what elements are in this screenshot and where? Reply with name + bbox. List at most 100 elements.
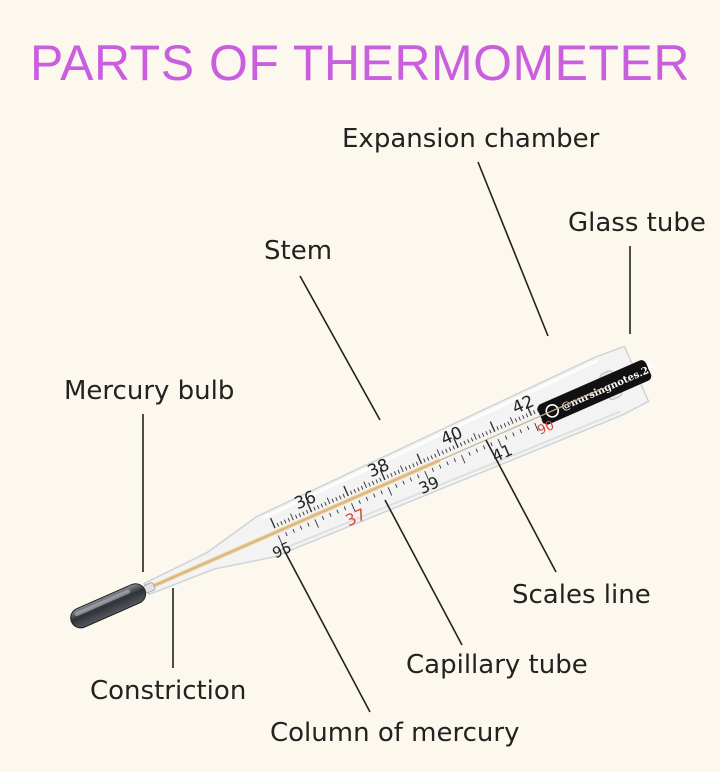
scale-tick-upper xyxy=(481,432,485,437)
scale-tick-lower xyxy=(358,499,361,504)
scale-tick-upper xyxy=(507,421,510,426)
scale-tick-lower xyxy=(277,535,283,544)
scale-tick-lower xyxy=(504,435,508,440)
scale-tick-upper xyxy=(363,481,368,489)
scale-tick-lower xyxy=(380,490,383,495)
label-column-of-mercury: Column of mercury xyxy=(270,718,520,748)
scale-tick-lower xyxy=(482,445,486,450)
scale-tick-upper xyxy=(536,408,540,413)
scale-tick-lower xyxy=(490,442,493,447)
scale-tick-upper xyxy=(526,405,533,416)
leader-capillary-tube xyxy=(384,499,463,646)
scale-tick-lower xyxy=(343,506,347,511)
scale-tick-upper xyxy=(525,413,529,418)
leader-expansion-chamber xyxy=(477,161,549,337)
scale-tick-upper xyxy=(434,453,437,458)
scale-tick-upper xyxy=(276,522,280,527)
label-constriction: Constriction xyxy=(90,676,247,706)
diagram-title: PARTS OF THERMOMETER xyxy=(29,35,691,91)
scale-tick-upper xyxy=(473,433,477,440)
scale-tick-upper xyxy=(287,517,291,522)
scale-tick-upper xyxy=(397,469,400,474)
scale-tick-upper xyxy=(445,448,448,453)
scales-line xyxy=(269,405,544,544)
scale-tick-lower xyxy=(395,483,398,488)
scale-tick-upper xyxy=(393,471,397,476)
scale-tick-lower xyxy=(307,522,310,527)
scale-tick-lower xyxy=(526,425,530,431)
scale-tick-upper xyxy=(313,506,316,511)
scale-tick-lower xyxy=(468,451,471,456)
scale-tick-upper xyxy=(470,437,474,442)
scale-tick-upper xyxy=(448,447,452,452)
scale-tick-upper xyxy=(357,487,360,492)
leader-column-of-mercury xyxy=(282,547,371,713)
label-scales-line: Scales line xyxy=(512,580,651,610)
scale-tick-upper xyxy=(489,429,492,434)
scale-tick-upper xyxy=(509,417,514,424)
scale-tick-lower xyxy=(446,461,449,466)
scale-tick-lower xyxy=(409,477,413,482)
scale-tick-lower xyxy=(534,422,539,432)
scale-tick-upper xyxy=(467,439,470,444)
label-stem: Stem xyxy=(264,236,333,266)
scale-tick-upper xyxy=(360,485,364,490)
scale-tick-upper xyxy=(430,455,433,460)
capillary-tube xyxy=(128,387,605,598)
scale-tick-upper xyxy=(386,474,389,479)
scale-tick-lower xyxy=(460,454,466,464)
scale-tick-upper xyxy=(375,479,379,484)
scale-tick-lower xyxy=(417,474,420,479)
scale-tick-lower xyxy=(292,528,295,533)
scale-tick-lower xyxy=(512,432,515,437)
scale-tick-lower xyxy=(541,419,544,424)
scale-tick-upper xyxy=(489,421,496,432)
scale-tick-upper xyxy=(353,488,357,493)
glass-tube xyxy=(143,345,650,596)
scale-tick-upper xyxy=(342,493,346,498)
scale-tick-upper xyxy=(302,511,305,516)
scale-tick-upper xyxy=(390,472,393,477)
scale-tick-lower xyxy=(402,480,405,485)
scale-tick-upper xyxy=(478,434,481,439)
scale-tick-upper xyxy=(533,410,536,415)
scale-tick-lower xyxy=(387,487,393,496)
scale-tick-upper xyxy=(522,415,525,420)
scale-tick-upper xyxy=(426,456,430,461)
scale-tick-upper xyxy=(496,426,499,431)
scale-tick-upper xyxy=(408,464,411,469)
scale-tick-lower xyxy=(424,471,429,480)
scale-tick-lower xyxy=(314,519,319,528)
scale-tick-upper xyxy=(412,463,415,468)
scale-tick-upper xyxy=(463,440,466,445)
scale-tick-upper xyxy=(343,485,349,497)
scale-tick-upper xyxy=(379,469,386,481)
scale-tick-lower xyxy=(299,525,303,530)
scale-tick-upper xyxy=(306,501,313,513)
scale-tick-upper xyxy=(305,509,309,514)
leader-lines xyxy=(142,161,631,713)
mercury-bulb xyxy=(70,583,147,629)
scale-tick-lower xyxy=(439,464,442,469)
scale-tick-upper xyxy=(371,480,375,485)
scale-tick-lower xyxy=(336,509,339,514)
scale-tick-upper xyxy=(404,466,408,471)
scale-tick-upper xyxy=(485,431,488,436)
scale-tick-lower xyxy=(373,493,376,498)
scale-tick-upper xyxy=(459,442,463,447)
scale-tick-lower xyxy=(519,429,523,434)
scale-tick-upper xyxy=(298,513,302,518)
label-glass-tube: Glass tube xyxy=(568,208,706,238)
scale-tick-lower xyxy=(453,458,457,463)
scale-tick-upper xyxy=(423,458,426,463)
scale-tick-upper xyxy=(416,453,423,465)
scale-tick-upper xyxy=(349,490,353,495)
scale-tick-upper xyxy=(514,418,518,423)
scale-tick-lower xyxy=(431,467,435,472)
scale-tick-upper xyxy=(316,505,320,510)
scale-tick-lower xyxy=(497,438,503,448)
scale-tick-lower xyxy=(321,516,325,521)
scale-tick-upper xyxy=(452,445,455,450)
scale-tick-lower xyxy=(475,448,479,453)
